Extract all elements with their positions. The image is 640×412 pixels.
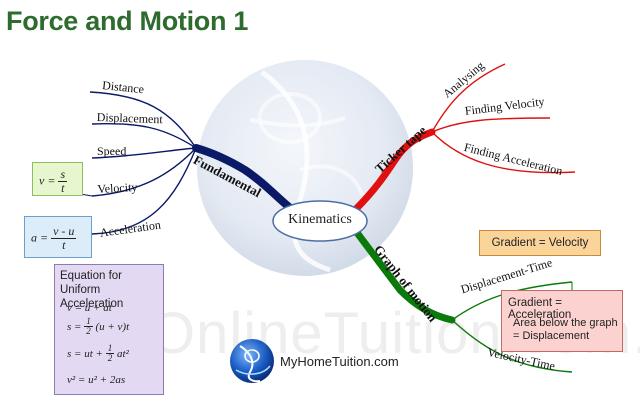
equation-2-numerator: 1 <box>84 316 93 328</box>
equation-3-numerator: 1 <box>105 343 115 355</box>
center-label: Kinematics <box>288 212 352 227</box>
velocity-formula-lhs: v = <box>39 173 56 188</box>
fundamental-item-speed: Speed <box>97 144 127 158</box>
equation-2-denominator: 2 <box>86 326 91 337</box>
note-gradient-acceleration: Gradient = Acceleration Area below the g… <box>501 290 623 352</box>
fundamental-item-velocity: Velocity <box>97 179 138 196</box>
velocity-formula-numerator: s <box>58 167 68 182</box>
note-gradient-acceleration-text: Gradient = Acceleration <box>508 297 572 321</box>
page-title: Force and Motion 1 <box>6 6 249 36</box>
velocity-formula-box: v = s t <box>32 162 83 196</box>
fundamental-item-displacement: Displacement <box>96 110 163 127</box>
acceleration-formula-box: a = v - u t <box>24 216 92 258</box>
acceleration-formula-numerator: v - u <box>51 224 77 239</box>
velocity-formula-denominator: t <box>61 180 65 195</box>
center-node <box>272 200 368 242</box>
equation-2: s = 1 2 (u + v)t <box>67 316 130 337</box>
equation-4: v² = u² + 2as <box>67 374 126 386</box>
logo-text: MyHomeTuition.com <box>280 354 399 369</box>
acceleration-formula-lhs: a = <box>31 230 49 245</box>
globe-icon <box>230 339 274 383</box>
note-area-below-text: Area below the graph = Displacement <box>513 317 618 342</box>
equation-1: v = u + at <box>67 302 112 314</box>
note-gradient-velocity: Gradient = Velocity <box>479 230 601 256</box>
equations-box: Equation for Uniform Acceleration v = u … <box>54 264 164 395</box>
equation-3-lhs: s = ut + <box>67 347 103 360</box>
equation-2-lhs: s = <box>67 320 82 333</box>
equation-3-rhs: at² <box>116 347 129 360</box>
note-gradient-velocity-text: Gradient = Velocity <box>491 237 589 249</box>
equation-3: s = ut + 1 2 at² <box>67 343 129 364</box>
equations-box-title: Equation for Uniform Acceleration <box>60 270 124 310</box>
equation-2-rhs: (u + v)t <box>95 320 130 333</box>
acceleration-formula-denominator: t <box>62 237 66 252</box>
equation-3-denominator: 2 <box>107 353 113 364</box>
